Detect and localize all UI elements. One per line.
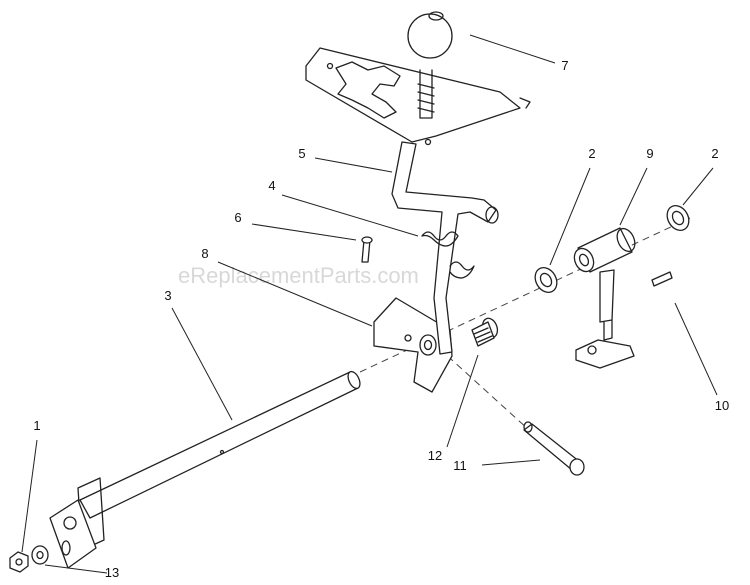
callout-label-5: 5 xyxy=(298,146,305,161)
end-plate-part xyxy=(49,499,97,569)
callout-leader-7 xyxy=(469,34,556,64)
callout-leader-8 xyxy=(217,261,373,327)
callout-label-13: 13 xyxy=(105,565,119,580)
callout-leader-1 xyxy=(21,439,38,553)
clevis-pin-part xyxy=(523,421,585,476)
callout-leader-3 xyxy=(171,307,233,421)
nut-part xyxy=(9,551,29,573)
callout-label-2: 2 xyxy=(588,146,595,161)
collar-part xyxy=(573,227,636,369)
callout-leader-11 xyxy=(481,459,541,466)
roll-pin-part xyxy=(651,271,673,287)
washer-part xyxy=(31,545,49,565)
callout-leader-2 xyxy=(682,167,714,206)
callout-label-10: 10 xyxy=(715,398,729,413)
callout-leader-10 xyxy=(674,302,718,396)
callout-leader-6 xyxy=(251,223,357,241)
callout-label-3: 3 xyxy=(164,288,171,303)
spring-part xyxy=(421,231,475,279)
callout-leader-13 xyxy=(44,564,108,574)
bolt-part xyxy=(361,236,373,263)
gate-plate-part xyxy=(305,47,531,146)
shaft-part xyxy=(77,370,361,551)
callout-leader-5 xyxy=(314,157,393,173)
callout-label-4: 4 xyxy=(268,178,275,193)
callout-label-12: 12 xyxy=(428,448,442,463)
callout-label-9: 9 xyxy=(646,146,653,161)
watermark: eReplacementParts.com xyxy=(178,263,419,288)
carriage-bolt-part xyxy=(471,317,499,347)
bushing-right-part xyxy=(666,205,690,231)
callout-label-1: 1 xyxy=(33,418,40,433)
callout-leader-2 xyxy=(549,167,591,266)
callout-label-8: 8 xyxy=(201,246,208,261)
shift-lever-part xyxy=(391,141,499,355)
callout-leader-12 xyxy=(446,354,479,448)
bushing-left-part xyxy=(534,267,558,293)
callout-label-2: 2 xyxy=(711,146,718,161)
callout-leader-4 xyxy=(281,194,419,237)
callout-leader-9 xyxy=(619,167,648,226)
bracket-part xyxy=(373,297,453,393)
callout-label-11: 11 xyxy=(453,458,467,473)
knob-part xyxy=(407,11,453,119)
callout-label-6: 6 xyxy=(234,210,241,225)
callout-label-7: 7 xyxy=(561,58,568,73)
